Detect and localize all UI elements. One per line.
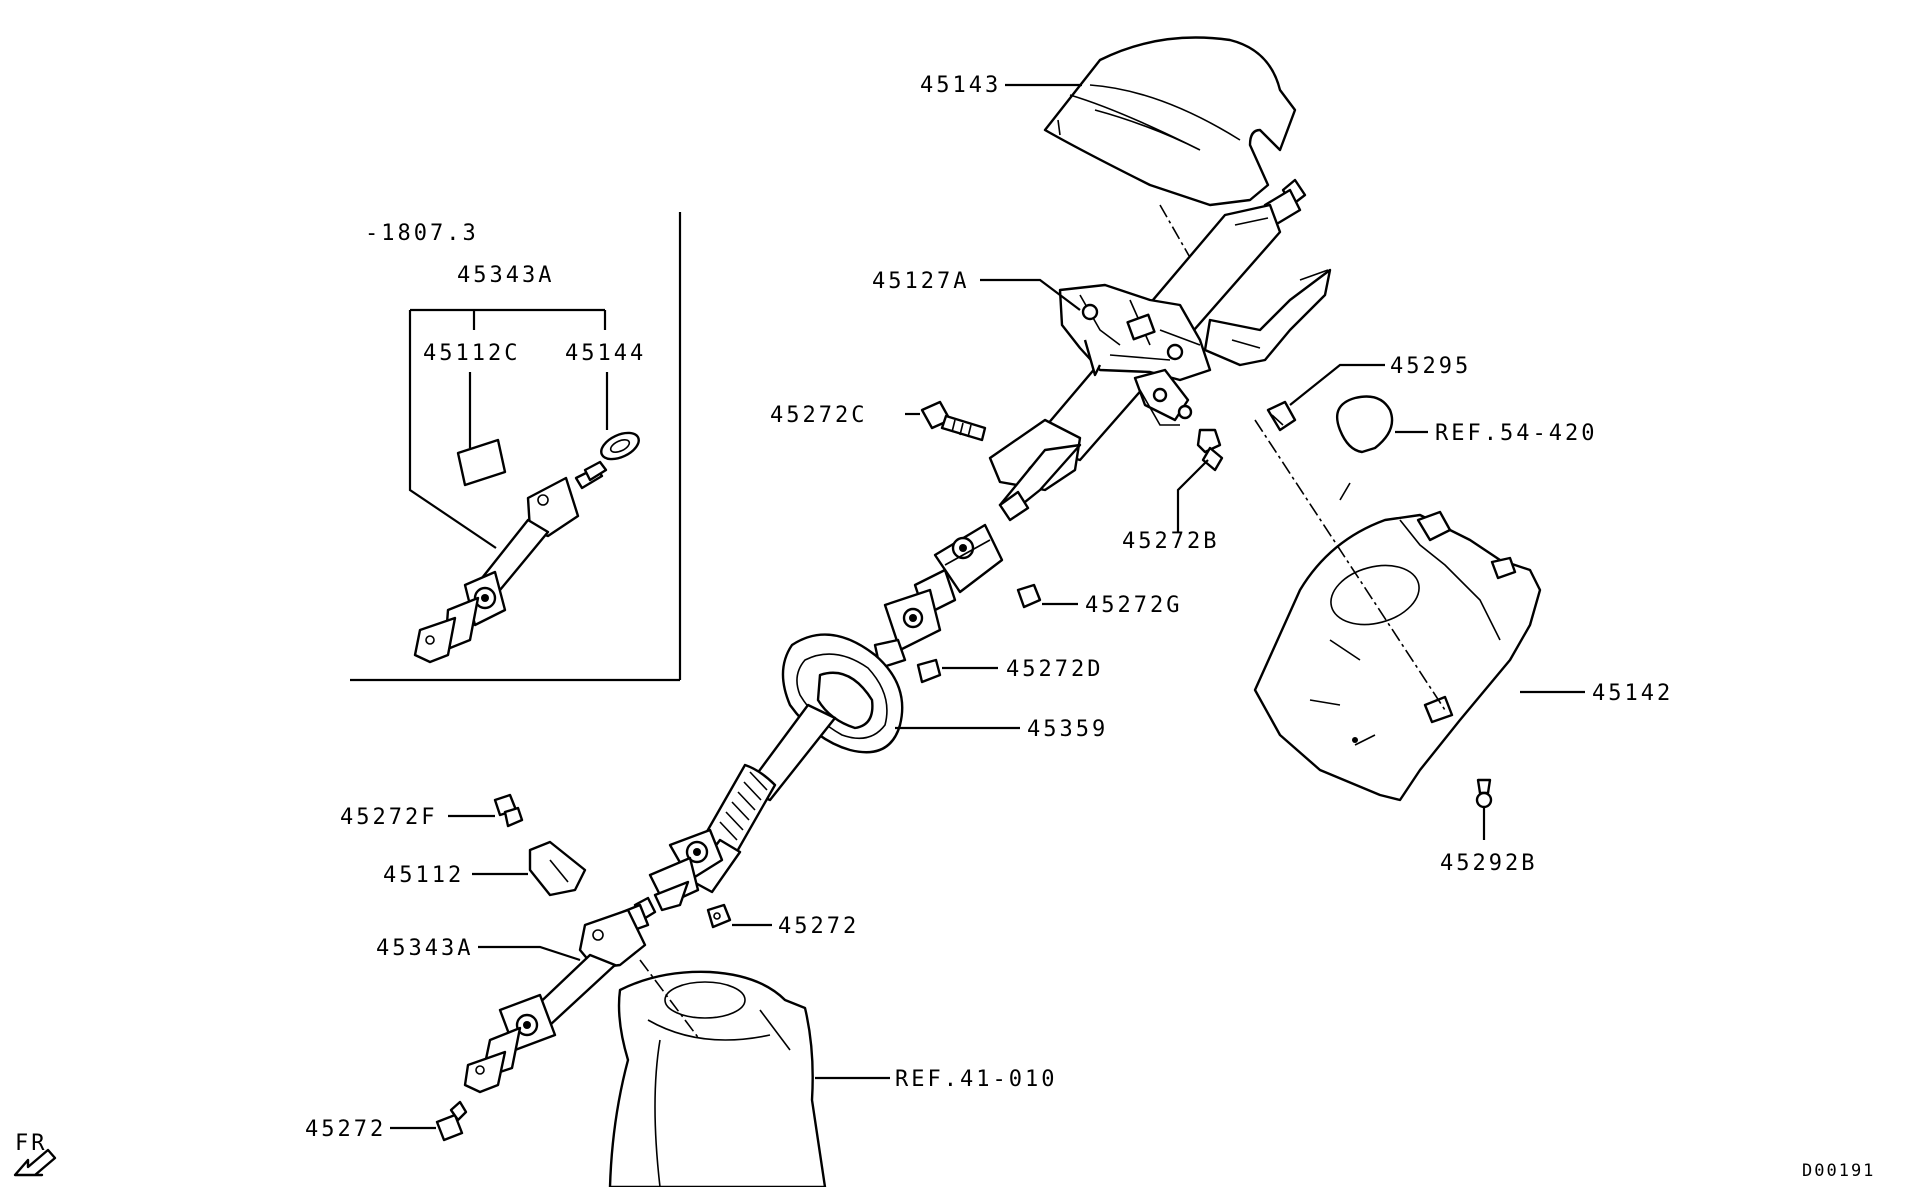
- upper-universal-joint: [873, 523, 1042, 670]
- cover-45142-shape: [1253, 513, 1542, 802]
- intermediate-shaft: [648, 703, 837, 929]
- callout-ref-54-420: REF.54-420: [1435, 421, 1597, 446]
- bolt-45272D: [916, 658, 942, 684]
- leader-45295: [1289, 363, 1385, 406]
- steering-column-upper: [1028, 178, 1332, 462]
- front-arrow-icon: [13, 1148, 57, 1177]
- inset-shaft-assembly: [413, 431, 640, 664]
- ref-41-010-panel: [608, 970, 827, 1187]
- leader-45127A: [980, 278, 1081, 311]
- leader-45343A: [478, 945, 581, 962]
- callout-45272F: 45272F: [340, 805, 437, 830]
- axis-line-top: [1159, 204, 1201, 276]
- clip-45295: [1266, 400, 1297, 432]
- callout-45272C: 45272C: [770, 403, 867, 428]
- callout-45272-mid: 45272: [778, 914, 859, 939]
- inset-serial-note: -1807.3: [365, 221, 479, 246]
- callout-45272G: 45272G: [1085, 593, 1182, 618]
- callout-45359: 45359: [1027, 717, 1108, 742]
- callout-45272B: 45272B: [1122, 529, 1219, 554]
- inset-component-45144: 45144: [565, 341, 646, 366]
- callout-45112: 45112: [383, 863, 464, 888]
- callout-45343A: 45343A: [376, 936, 473, 961]
- callout-45142: 45142: [1592, 681, 1673, 706]
- drawing-code: D00191: [1802, 1161, 1875, 1181]
- front-direction-indicator: FR: [13, 1131, 57, 1177]
- coupling-45343A: [578, 908, 647, 970]
- bolt-45272G: [1016, 583, 1042, 609]
- callout-45295: 45295: [1390, 354, 1471, 379]
- bolt-45272-bottom: [435, 1113, 464, 1142]
- callout-45272D: 45272D: [1006, 657, 1103, 682]
- leader-45272B: [1176, 459, 1209, 532]
- inset-assembly-label: 45343A: [457, 263, 554, 288]
- inset-bracket-lines: [408, 308, 607, 549]
- upper-column-cover: [1043, 36, 1297, 207]
- bolt-45272B: [1196, 428, 1222, 454]
- ref-54-420-part: [1335, 395, 1394, 454]
- inset-yoke: [413, 616, 457, 664]
- callout-45292B: 45292B: [1440, 851, 1537, 876]
- callout-ref-41-010: REF.41-010: [895, 1067, 1057, 1092]
- axis-line-lower: [639, 959, 701, 1041]
- inset-clamp-45112C: [456, 438, 507, 487]
- screw-45292B: [1475, 778, 1493, 809]
- front-direction-label: FR: [15, 1131, 48, 1156]
- lower-column-cover: [1253, 510, 1542, 802]
- column-lower-bracket: [988, 418, 1082, 492]
- inset-component-45112C: 45112C: [423, 341, 520, 366]
- axis-line-right: [1254, 419, 1446, 711]
- inset-seal-45144: [600, 431, 640, 461]
- bolt-45272-mid: [706, 903, 732, 929]
- callout-45272-bottom: 45272: [305, 1117, 386, 1142]
- lower-shaft-assembly: [435, 793, 657, 1142]
- callout-45127A: 45127A: [872, 269, 969, 294]
- callout-45143: 45143: [920, 73, 1001, 98]
- inset-panel: -1807.3 45343A 45112C 45144: [350, 212, 682, 682]
- steering-column-middle: [920, 400, 1224, 522]
- cover-45143-shape: [1043, 36, 1297, 207]
